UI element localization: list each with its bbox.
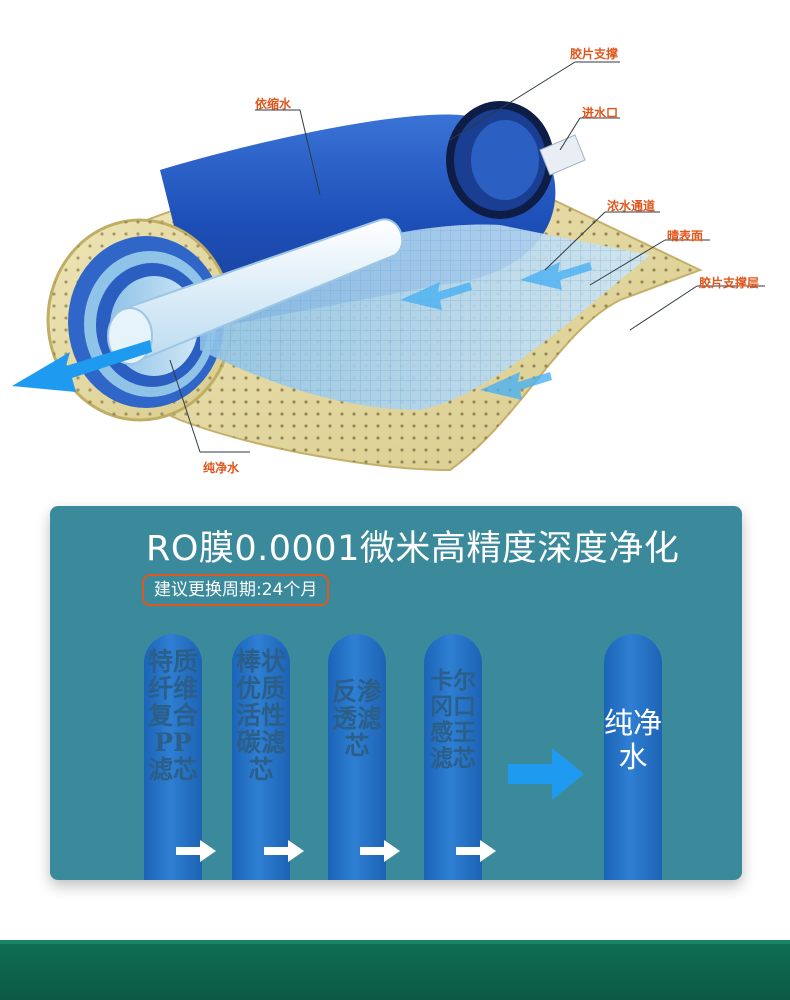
stage-pill-2: 棒状优质活性碳滤芯 bbox=[232, 634, 290, 880]
result-label: 纯净水 bbox=[604, 706, 663, 774]
flow-arrow-icon bbox=[12, 340, 152, 392]
callout-membrane-surface: 晴表面 bbox=[667, 229, 704, 243]
arrow-right-icon bbox=[264, 840, 304, 862]
callout-pure-water: 纯净水 bbox=[203, 461, 240, 475]
arrow-right-icon bbox=[456, 840, 496, 862]
stage-label-1: 特质纤维复合PP滤芯 bbox=[147, 647, 198, 784]
filtration-panel: RO膜0.0001微米高精度深度净化 建议更换周期:24个月 特质纤维复合PP滤… bbox=[50, 506, 742, 880]
callout-concentrate-channel: 浓水通道 bbox=[607, 199, 656, 213]
stage-label-4: 卡尔冈口感王滤芯 bbox=[430, 667, 476, 772]
callout-membrane-support-layer: 胶片支撑层 bbox=[699, 276, 760, 290]
callout-inlet: 进水口 bbox=[582, 106, 619, 120]
large-arrow-right-icon bbox=[508, 748, 584, 800]
ro-membrane-illustration: 胶片支撑 进水口 依缩水 浓水通道 晴表面 胶片支撑层 纯净水 bbox=[12, 47, 765, 475]
replacement-cycle-badge: 建议更换周期:24个月 bbox=[142, 574, 330, 606]
stage-pill-4: 卡尔冈口感王滤芯 bbox=[424, 634, 482, 880]
bottom-band bbox=[0, 940, 790, 1000]
stage-pill-3: 反渗透滤芯 bbox=[328, 634, 386, 880]
panel-title: RO膜0.0001微米高精度深度净化 bbox=[146, 529, 680, 569]
stage-label-2: 棒状优质活性碳滤芯 bbox=[235, 647, 286, 784]
callout-concentrate: 依缩水 bbox=[255, 97, 292, 111]
stage-label-3: 反渗透滤芯 bbox=[331, 677, 382, 760]
stage-pill-1: 特质纤维复合PP滤芯 bbox=[144, 634, 202, 880]
callout-membrane-support: 胶片支撑 bbox=[570, 47, 619, 61]
arrow-right-icon bbox=[176, 840, 216, 862]
ro-membrane-cutaway bbox=[12, 61, 765, 472]
result-pill: 纯净水 bbox=[604, 634, 662, 880]
arrow-right-icon bbox=[360, 840, 400, 862]
